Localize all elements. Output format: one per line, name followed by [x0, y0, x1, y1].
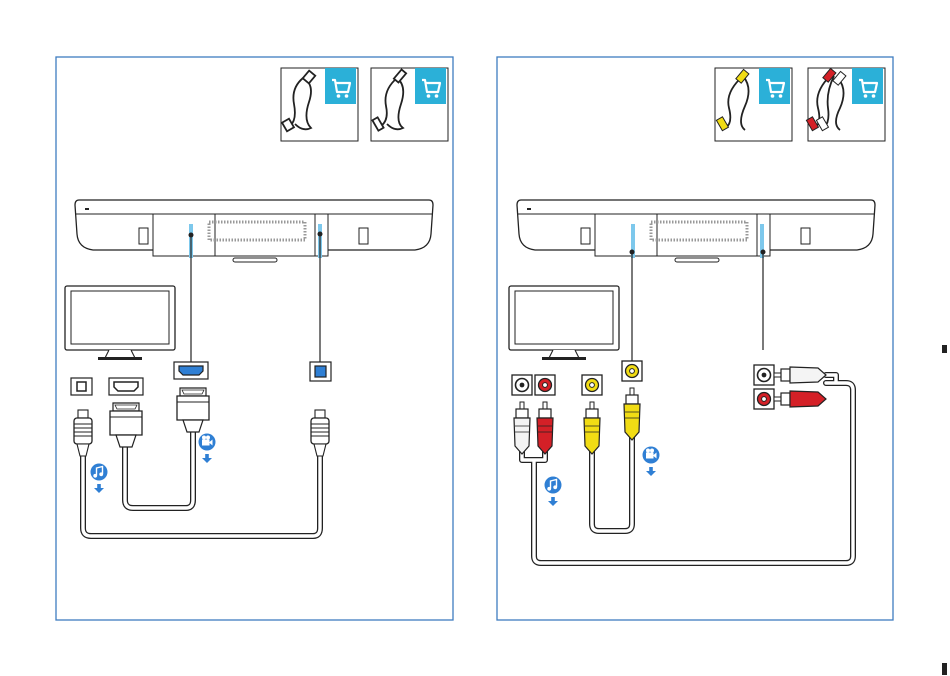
- tv-audio-r-jack: [535, 375, 555, 395]
- soundbar: [517, 200, 875, 262]
- rca-plug-red-soundbar: [774, 391, 826, 407]
- rca-plug-red-tv: [537, 402, 553, 454]
- hdmi-plug-soundbar: [177, 388, 209, 432]
- music-note-icon: [91, 464, 108, 494]
- panel-digital-connections: [56, 57, 453, 620]
- tv-video-jack: [582, 375, 602, 395]
- soundbar-audio-l-jack: [754, 365, 774, 385]
- music-note-icon: [545, 477, 562, 507]
- edge-mark: [942, 663, 947, 675]
- accessory-composite-av-cable-card[interactable]: [715, 68, 792, 141]
- video-icon: [643, 447, 660, 477]
- soundbar-hdmi-port: [174, 362, 208, 379]
- optical-plug-tv: [74, 410, 92, 456]
- accessory-optical-cable-card[interactable]: [371, 68, 448, 141]
- tv-hdmi-port: [109, 378, 143, 395]
- hdmi-plug-tv: [110, 403, 142, 447]
- tv-optical-out-port: [71, 378, 92, 395]
- optical-plug-soundbar: [311, 410, 329, 456]
- soundbar-audio-r-jack: [754, 389, 774, 409]
- rca-plug-white-soundbar: [774, 367, 826, 383]
- accessory-hdmi-cable-card[interactable]: [281, 68, 358, 141]
- soundbar: [75, 200, 433, 262]
- optical-cable: [83, 455, 320, 536]
- rca-plug-yellow-tv: [584, 402, 600, 454]
- hdmi-cable: [125, 430, 193, 508]
- tv: [65, 286, 175, 360]
- rca-plug-yellow-soundbar: [624, 388, 640, 440]
- tv: [509, 286, 619, 360]
- accessory-stereo-rca-cable-card[interactable]: [806, 68, 885, 141]
- tv-audio-l-jack: [512, 375, 532, 395]
- soundbar-video-jack: [622, 361, 642, 381]
- panel-analog-connections: [497, 57, 893, 620]
- edge-mark: [942, 345, 947, 353]
- video-icon: [199, 434, 216, 464]
- composite-video-cable: [592, 436, 632, 531]
- soundbar-optical-in-port: [310, 362, 331, 381]
- rca-plug-white-tv: [514, 402, 530, 454]
